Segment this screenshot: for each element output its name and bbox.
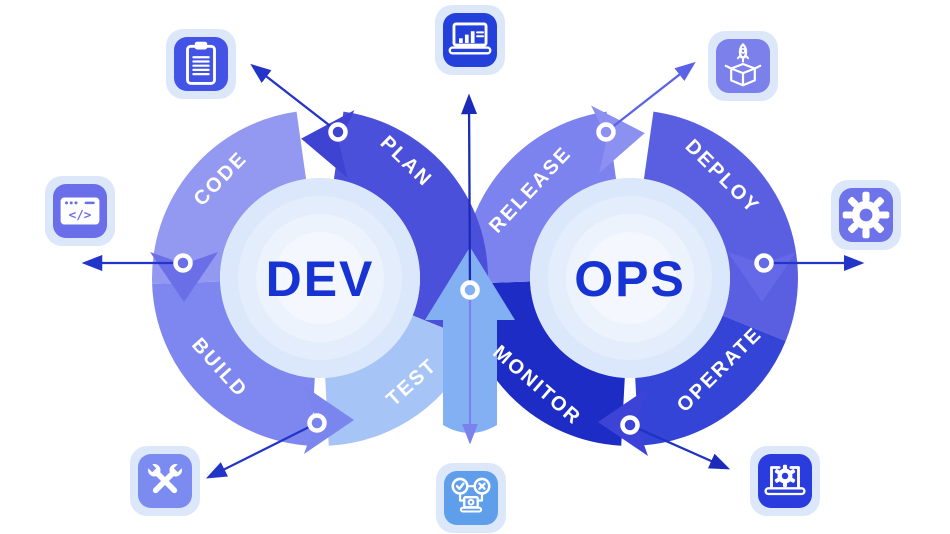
ops-ring [462, 111, 798, 446]
dev-title: DEV [266, 251, 375, 307]
dot-build [307, 413, 327, 433]
build-to-test-arrow [304, 386, 354, 454]
code-to-build-arrow [150, 252, 218, 302]
dot-operate [620, 415, 640, 435]
check-fail-laptop-glyph [451, 477, 491, 513]
code-window-glyph: </> [60, 197, 100, 225]
crossed-wrenches-glyph [146, 462, 184, 494]
laptop-chart-glyph [448, 22, 492, 55]
icon-tile [443, 13, 497, 67]
release-segment [462, 111, 618, 284]
connector-lines [81, 61, 865, 479]
test-automation-icon [436, 463, 506, 533]
dot-deploy [754, 253, 774, 273]
code-window-icon: </> [45, 176, 115, 246]
ops-inner-circle-4 [584, 232, 676, 324]
connector-release-to-rocket [605, 61, 696, 133]
laptop-analytics-icon [435, 5, 505, 75]
test-segment [324, 314, 476, 446]
laptop-gear-glyph [764, 464, 806, 496]
connector-plan-to-clipboard [250, 63, 339, 133]
ops-title: OPS [574, 251, 686, 307]
laptop-settings-icon [750, 446, 820, 516]
release-to-deploy-arrow [590, 105, 645, 173]
dev-inner-circle-4 [274, 232, 366, 324]
connector-build-to-tools [205, 421, 318, 479]
dot-center [460, 280, 480, 300]
dot-code [173, 253, 193, 273]
connector-operate-to-laptop [629, 423, 731, 470]
clipboard-glyph [186, 41, 216, 85]
dot-release [596, 122, 616, 142]
connector-center-up [461, 93, 478, 291]
gear-icon [831, 180, 901, 250]
ring-dots [173, 122, 774, 435]
deploy-to-operate-arrow [728, 252, 796, 302]
icon-tile [716, 39, 770, 93]
rocket-launch-icon [708, 31, 778, 101]
dot-plan [328, 122, 348, 142]
rocket-box-glyph [724, 43, 762, 87]
gear-glyph [842, 191, 890, 239]
clipboard-plan-icon [166, 29, 236, 99]
tools-icon [130, 446, 200, 516]
code-symbol: </> [69, 207, 92, 222]
build-segment [152, 280, 316, 446]
operate-segment [634, 314, 786, 446]
